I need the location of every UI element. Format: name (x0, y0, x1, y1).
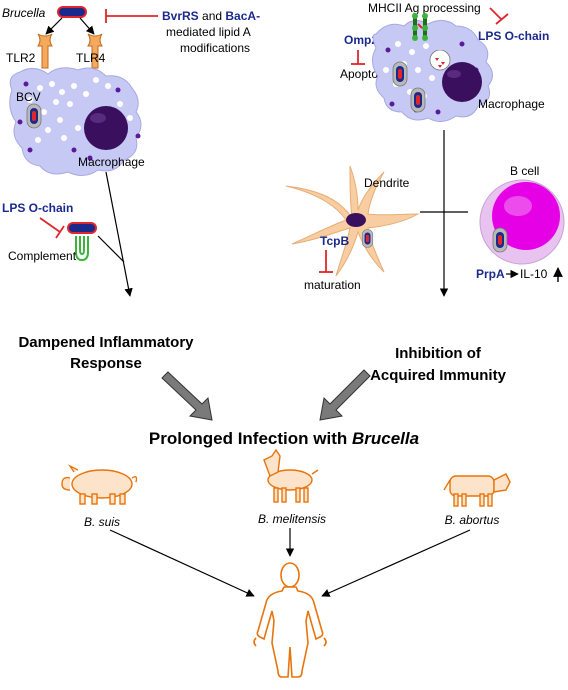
bacterium-icon (67, 222, 97, 234)
il10-label: IL-10 (520, 267, 548, 281)
b-cell (479, 179, 565, 265)
dampened-line2: Response (70, 355, 142, 372)
macrophage-right-label: Macrophage (478, 97, 545, 111)
inhibition-line2: Acquired Immunity (370, 367, 507, 384)
tlr-receptor-icon (37, 33, 103, 69)
human-icon (253, 562, 327, 678)
abortus-label: B. abortus (445, 513, 500, 527)
complement-icon (75, 236, 89, 262)
suis-label: B. suis (84, 515, 120, 529)
brucella-label: Brucella (2, 6, 46, 20)
complement-label: Complement (8, 249, 77, 263)
gray-arrow-left (161, 371, 213, 421)
bacterium-icon (361, 229, 374, 248)
lps-left-label: LPS O-chain (2, 201, 73, 215)
lps-right-label: LPS O-chain (478, 29, 549, 43)
lipid-mod-line3: modifications (180, 41, 250, 55)
mhcii-icon (412, 13, 428, 41)
pig-icon (61, 464, 138, 505)
dendrite-label: Dendrite (364, 176, 410, 190)
inhibition-bar-icon (39, 217, 61, 233)
macrophage-left (9, 67, 142, 176)
bacterium-icon (57, 6, 87, 18)
lipid-mod-line2: mediated lipid A (166, 25, 251, 39)
phagosome-icon (429, 49, 451, 71)
bcv-label: BCV (16, 90, 41, 104)
tlr2-label: TLR2 (6, 51, 36, 65)
tcpb-label: TcpB (320, 234, 349, 248)
lipid-mod-text: BvrRS and BacA- (162, 9, 260, 23)
mhcii-label: MHCII Ag processing (368, 1, 481, 15)
inhibition-line1: Inhibition of (395, 345, 482, 362)
bacterium-icon (392, 61, 408, 87)
bcv-bacterium-icon (26, 103, 42, 129)
bacterium-icon (410, 87, 426, 113)
melitensis-label: B. melitensis (258, 512, 326, 526)
macrophage-left-label: Macrophage (78, 155, 145, 169)
maturation-label: maturation (304, 278, 361, 292)
inhibition-bar-icon (489, 7, 503, 21)
prpa-line: PrpA (476, 267, 505, 281)
goat-icon (263, 448, 319, 503)
tlr4-label: TLR4 (76, 51, 106, 65)
bcell-label: B cell (510, 164, 539, 178)
bacterium-icon (492, 227, 508, 253)
macrophage-right (372, 20, 493, 122)
dampened-line1: Dampened Inflammatory (18, 334, 194, 351)
cow-icon (443, 473, 511, 507)
prolonged-title: Prolonged Infection with Brucella (149, 429, 419, 448)
gray-arrow-right (319, 369, 371, 421)
dendritic-cell (285, 165, 420, 277)
